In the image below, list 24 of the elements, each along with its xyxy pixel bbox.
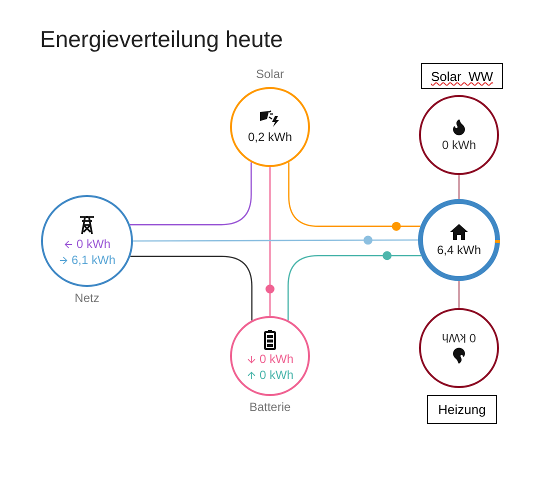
energy-value: 0 kWh [259,352,294,366]
node-caption: Netz [74,291,100,305]
diagram-title: Energieverteilung heute [40,26,283,53]
box-label: Heizung [438,402,486,417]
energy-value: 0 kWh [259,368,294,382]
flow-line [269,167,271,316]
energy-value: 6,4 kWh [436,243,481,257]
energy-value: 0 kWh [442,331,476,345]
flow-line [130,256,252,320]
energy-value: 0 kWh [442,138,476,152]
box-label: Solar WW [430,68,494,84]
node-caption: Batterie [249,400,291,414]
energy-value: 0,2 kWh [248,130,292,144]
flow-line [133,239,418,242]
label-box [427,395,497,424]
flow-line [288,254,422,320]
flow-line [130,162,252,226]
energy-value: 0 kWh [76,237,110,251]
node-caption: Solar [256,67,284,81]
flow-line [288,162,420,227]
flow-line [458,281,460,308]
label-box [421,63,503,89]
flow-line [458,175,460,199]
energy-value: 6,1 kWh [71,253,116,267]
